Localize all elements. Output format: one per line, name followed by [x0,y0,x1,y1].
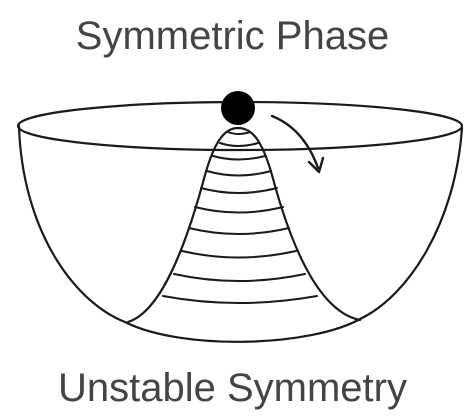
ball [221,91,255,125]
diagram-caption: Unstable Symmetry [0,366,465,410]
bowl-left-wall [19,126,125,322]
bowl [18,102,462,342]
peak-contours [163,132,317,303]
roll-arrow [272,116,323,172]
contour-line [182,251,296,258]
peak-outline [128,128,360,322]
peak [128,128,360,322]
contour-line [207,171,271,176]
roll-arrow-shaft [272,116,318,168]
contour-line [163,296,317,303]
bowl-bottom [125,318,362,342]
contour-line [220,143,258,146]
contour-line [201,188,277,193]
contour-line [213,156,265,160]
contour-line [195,207,283,213]
contour-line [189,228,289,234]
contour-line [174,274,305,281]
contour-line [228,132,250,134]
bowl-right-wall [362,128,462,318]
